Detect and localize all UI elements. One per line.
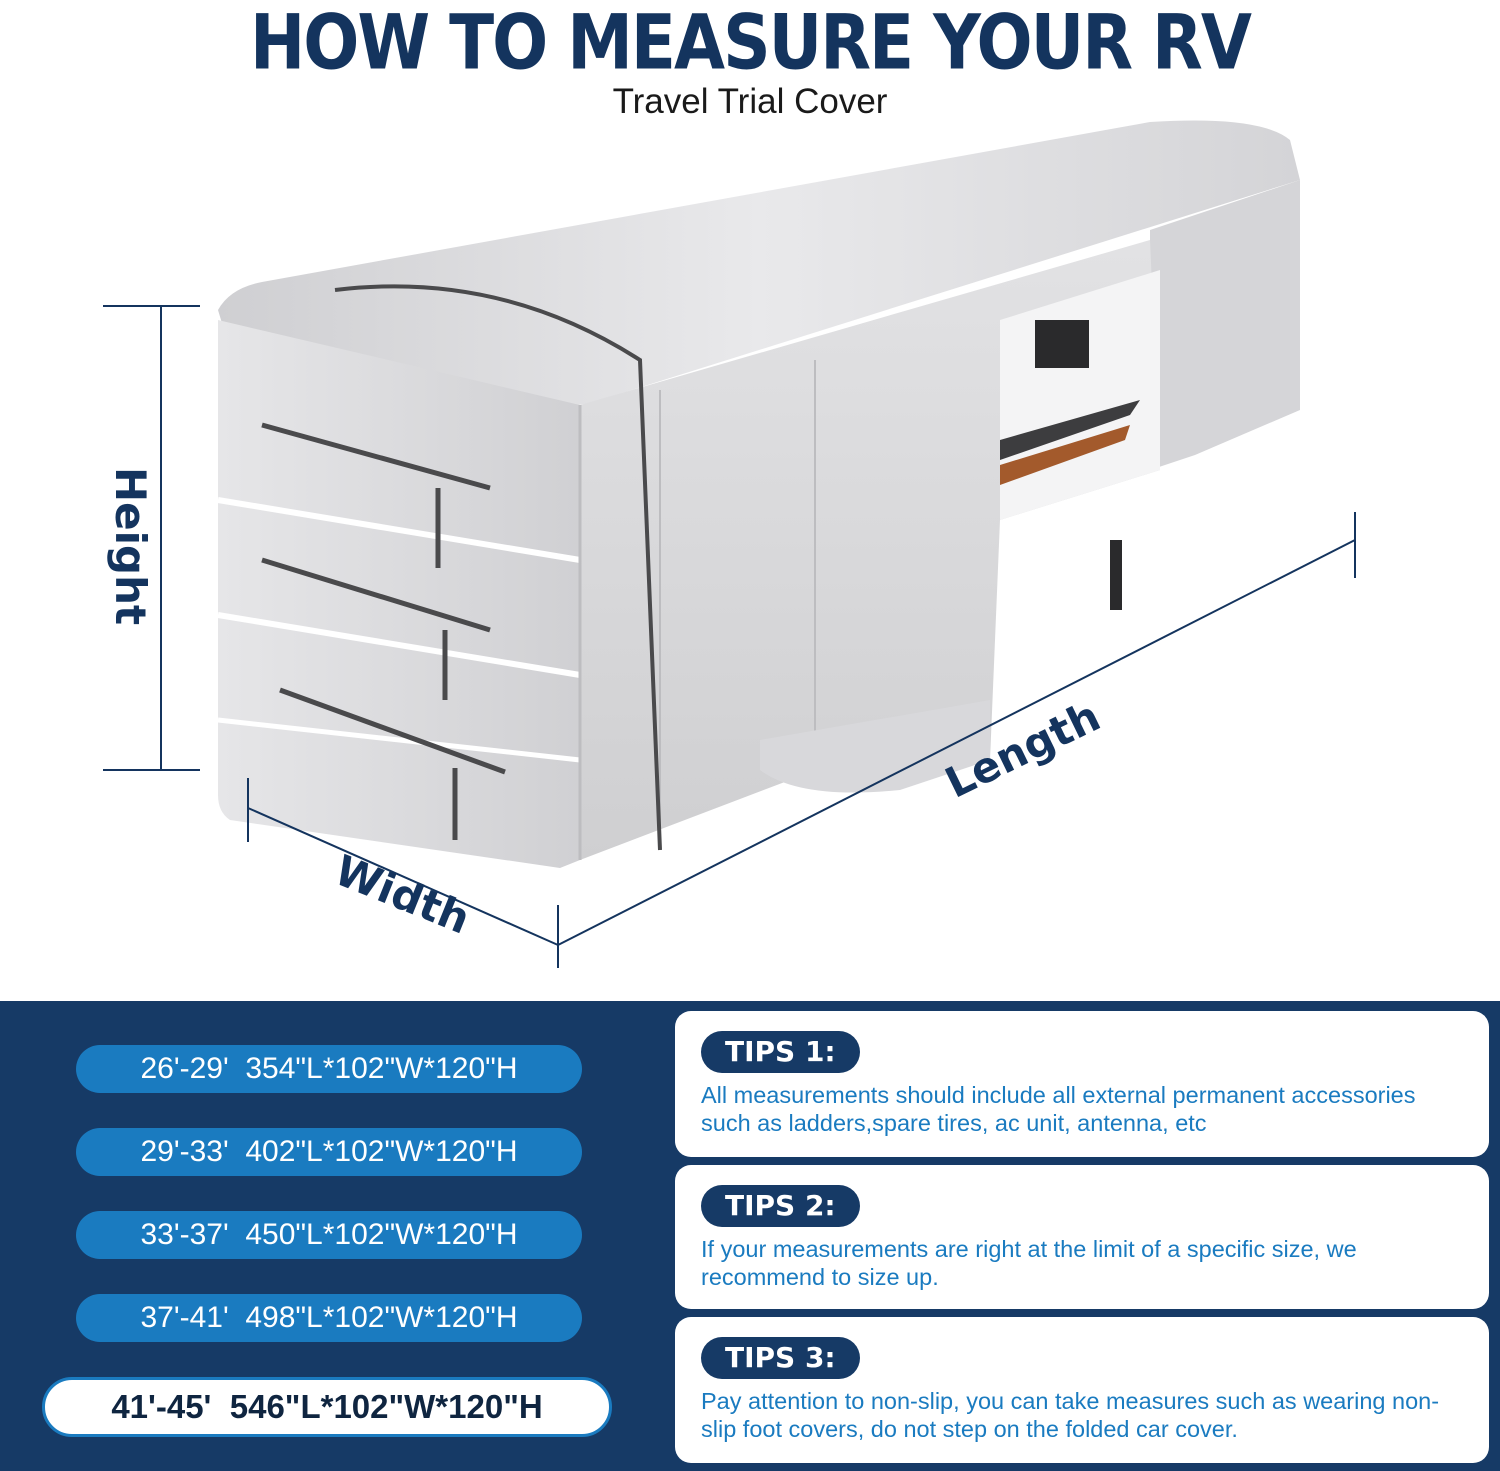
tip-card-2: TIPS 2: If your measurements are right a… — [675, 1165, 1489, 1309]
rv-rear-panel — [1150, 180, 1300, 470]
tip-badge-1: TIPS 1: — [701, 1031, 860, 1073]
height-dimension-line — [103, 305, 200, 771]
rv-wheel-skirt — [760, 700, 990, 793]
size-option-29-33[interactable]: 29'-33' 402"L*102"W*120"H — [76, 1128, 582, 1176]
size-option-33-37[interactable]: 33'-37' 450"L*102"W*120"H — [76, 1211, 582, 1259]
tip-text-2: If your measurements are right at the li… — [701, 1236, 1357, 1290]
rv-roof — [218, 120, 1300, 406]
size-option-37-41[interactable]: 37'-41' 498"L*102"W*120"H — [76, 1294, 582, 1342]
tip-text-3: Pay attention to non-slip, you can take … — [701, 1388, 1440, 1442]
height-label: Height — [106, 467, 155, 626]
rv-front-face — [218, 320, 580, 868]
tip-badge-2: TIPS 2: — [701, 1185, 860, 1227]
page-title: HOW TO MEASURE YOUR RV — [250, 0, 1252, 87]
length-dimension-line — [557, 512, 1356, 946]
tip-badge-3: TIPS 3: — [701, 1337, 860, 1379]
size-option-26-29[interactable]: 26'-29' 354"L*102"W*120"H — [76, 1045, 582, 1093]
tip-card-1: TIPS 1: All measurements should include … — [675, 1011, 1489, 1157]
tip-text-1: All measurements should include all exte… — [701, 1082, 1416, 1136]
size-option-41-45[interactable]: 41'-45' 546"L*102"W*120"H — [42, 1377, 612, 1437]
rv-cover-illustration — [103, 120, 1356, 968]
size-and-tips-panel: 26'-29' 354"L*102"W*120"H 29'-33' 402"L*… — [0, 1001, 1500, 1471]
width-dimension-line — [247, 778, 559, 968]
page-subtitle: Travel Trial Cover — [612, 82, 888, 121]
tip-card-3: TIPS 3: Pay attention to non-slip, you c… — [675, 1317, 1489, 1463]
